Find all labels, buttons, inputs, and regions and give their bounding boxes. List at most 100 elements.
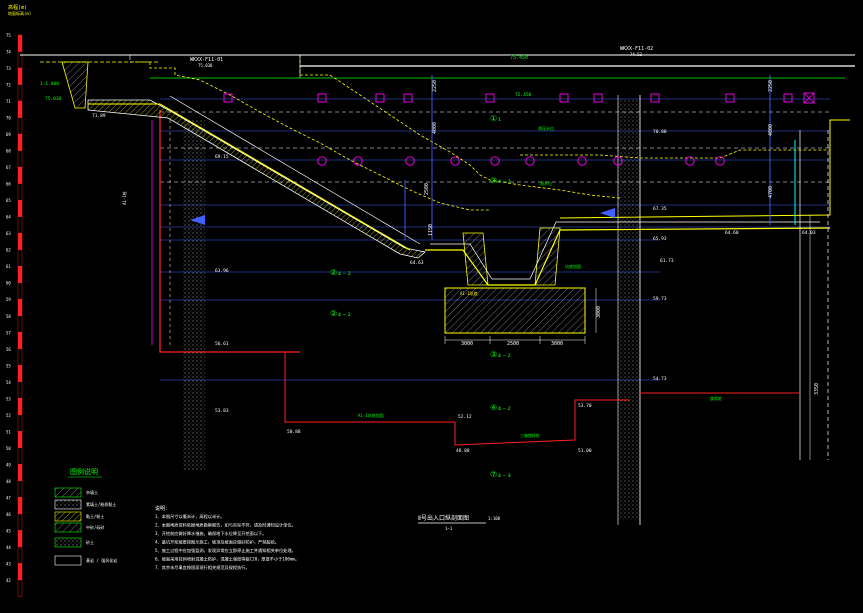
scale-tick-label: 68 (6, 149, 11, 154)
scale-tick-label: 55 (6, 363, 11, 368)
strut-circle (353, 156, 363, 166)
scale-tick-label: 53 (6, 396, 11, 401)
dim-3000-side: 3000 (596, 306, 602, 318)
legend-swatch (54, 555, 82, 566)
dim-2250-right: 2250 (768, 80, 774, 92)
scale-tick-label: 43 (6, 561, 11, 566)
scale-tick-label: 48 (6, 479, 11, 484)
scale-tick-label: 69 (6, 132, 11, 137)
scale-tick-label: 50 (6, 446, 11, 451)
dim-4000-left: 4000 (432, 122, 438, 134)
scale-ticks: 7574737271706968676665646362616059585756… (6, 33, 23, 597)
scale-segment (17, 365, 23, 383)
layer-1: ①₁ (490, 114, 502, 123)
elev-5383: 53.83 (215, 408, 229, 414)
legend-label: 素填土/粉质黏土 (86, 501, 116, 507)
strut-square (559, 93, 569, 103)
scale-tick-label: 56 (6, 347, 11, 352)
dim-4700: 4700 (768, 186, 774, 198)
elev-6735: 67.35 (653, 206, 667, 212)
scale-tick-label: 57 (6, 330, 11, 335)
layer-2-2a: ②₄₋₂ (490, 176, 512, 185)
scale-segment (17, 133, 23, 151)
left-soil-column (183, 120, 205, 470)
strut-square (783, 93, 793, 103)
scale-segment (17, 51, 23, 69)
scale-tick-label: 45 (6, 528, 11, 533)
note-e: A1-1坑底加固 (358, 412, 384, 418)
left-wall-note: A1-1桩 (121, 191, 127, 205)
scale-segment (17, 579, 23, 597)
scale-segment (17, 464, 23, 482)
legend-label: 砂土 (86, 539, 94, 545)
scale-tick-label: 46 (6, 512, 11, 517)
scale-segment (17, 117, 23, 135)
legend-label: 杂填土 (86, 489, 98, 495)
dim-3000-c: 3000 (551, 341, 563, 347)
dimensions: 2250 4000 2500 2250 4000 4700 3000 3000 … (424, 80, 820, 395)
layer-2-2c: ②₄₋₂ (330, 309, 352, 318)
scale-segment (17, 183, 23, 201)
scale-segment (17, 563, 23, 581)
note-h: 旋喷桩 (710, 395, 722, 401)
strut-square (485, 93, 495, 103)
right-structure (520, 119, 850, 460)
strut-square (375, 93, 385, 103)
strut-square (223, 93, 233, 103)
strut-end-box (803, 92, 815, 104)
section-label-right-sub: 74.53 (630, 52, 643, 57)
scale-segment (17, 332, 23, 349)
elev-6593: 65.93 (653, 236, 667, 242)
scale-segment (17, 315, 23, 333)
dim-3000-a: 3000 (461, 341, 473, 347)
scale-tick-label: 60 (6, 281, 11, 286)
scale-segment (17, 199, 23, 217)
strut-square (650, 93, 660, 103)
central-pit (425, 221, 831, 334)
layer-7: ⑦₄₋₃ (490, 470, 512, 479)
drawing-title-scale: 1:100 (488, 516, 501, 521)
scale-segment (17, 513, 23, 531)
strut-circle (490, 156, 500, 166)
scale-tick-label: 62 (6, 248, 11, 253)
drawing-title-main: Ⅱ号出入口纵剖面图 (418, 514, 469, 522)
note-line: 7、其余未尽事宜按国家现行相关规范及规程执行。 (155, 564, 250, 571)
scale-subheader: 地面标高(m) (8, 10, 31, 16)
scale-tick-label: 59 (6, 297, 11, 302)
elev-6396: 63.96 (215, 268, 229, 274)
strut-circle (317, 156, 327, 166)
dim-2500-b: 2500 (507, 341, 519, 347)
note-lines: 1、本图尺寸以毫米计，高程以米计。2、本图地质资料依据地质勘察报告，如与实际不符… (155, 513, 299, 571)
scale-segment (17, 282, 23, 300)
scale-segment (17, 232, 23, 250)
scale-segment (17, 249, 23, 267)
scale-tick-label: 54 (6, 380, 11, 385)
dim-3350: 3350 (814, 383, 820, 395)
left-retaining-wall: A1-1桩 (121, 110, 300, 353)
legend-label: 中砂/砾砂 (86, 524, 104, 530)
strut-circle (685, 156, 695, 166)
scale-segment (17, 166, 23, 184)
note-line: 3、开挖前应做好降水措施，确保地下水位降至开挖面以下。 (155, 530, 266, 537)
scale-segment (17, 398, 23, 416)
scale-tick-label: 52 (6, 413, 11, 418)
elev-left-ground: 1:1.000 (40, 81, 59, 87)
note-line: 1、本图尺寸以毫米计，高程以米计。 (155, 513, 225, 520)
elev-left-ground-sub: 75.030 (45, 96, 62, 102)
scale-segment (17, 381, 23, 399)
strut-circle (405, 156, 415, 166)
elev-6173: 61.73 (660, 258, 674, 264)
section-label-left: WKXX-F11-01 (190, 57, 223, 63)
elev-7080: 70.80 (653, 129, 667, 135)
notes-title: 说明： (155, 505, 170, 512)
scale-segment (17, 299, 23, 316)
strut-circle (613, 156, 623, 166)
scale-tick-label: 44 (6, 545, 11, 550)
layer-2-2b: ②₄₋₂ (330, 268, 352, 277)
elev-bottom-4888: 48.88 (456, 448, 470, 454)
strut-square (593, 93, 603, 103)
scale-tick-label: 75 (6, 33, 11, 38)
elev-slope-top: 72.450 (515, 92, 532, 98)
